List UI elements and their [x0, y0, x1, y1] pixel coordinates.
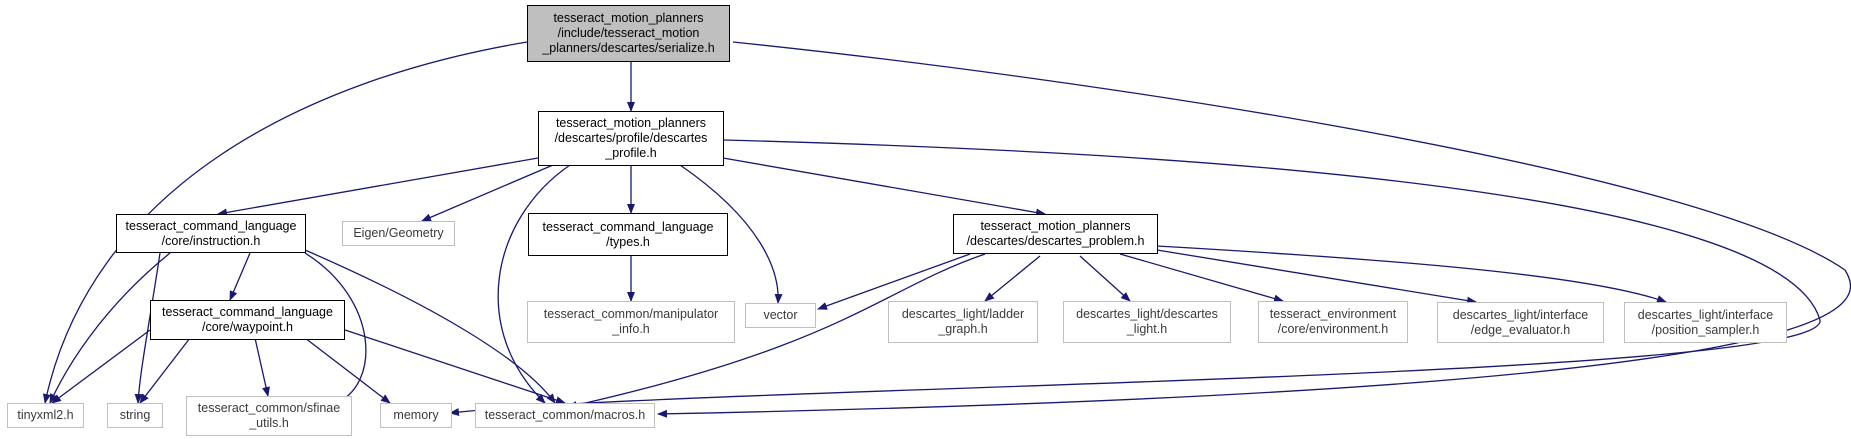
node-tinyxml2-h: tinyxml2.h	[7, 403, 84, 428]
edge-problem-to-vector	[817, 253, 971, 310]
edge-problem-to-macros	[567, 253, 986, 409]
node-eigen-geometry: Eigen/Geometry	[342, 221, 455, 246]
edge-waypoint-to-memory	[304, 337, 391, 404]
edge-profile-to-macros	[497, 164, 571, 404]
edge-waypoint-to-tinyxml2	[51, 329, 151, 404]
node-ladder-graph-h: descartes_light/ladder _graph.h	[888, 301, 1038, 343]
node-position-sampler-h: descartes_light/interface /position_samp…	[1624, 302, 1787, 343]
edge-problem-to-edge-evaluator	[1156, 249, 1477, 305]
edge-profile-to-vector	[679, 164, 783, 304]
edge-instruction-to-macros	[304, 249, 556, 404]
edge-profile-to-eigen	[421, 164, 554, 222]
edge-instruction-to-string	[134, 252, 161, 404]
edge-profile-to-instruction	[217, 157, 539, 217]
edge-problem-to-ladder	[984, 255, 1041, 302]
node-serialize-h: tesseract_motion_planners /include/tesse…	[527, 5, 730, 62]
node-instruction-h[interactable]: tesseract_command_language /core/instruc…	[116, 214, 306, 253]
edge-instruction-to-waypoint	[229, 252, 251, 301]
node-edge-evaluator-h: descartes_light/interface /edge_evaluato…	[1437, 302, 1604, 343]
edge-instruction-to-sfinae	[304, 252, 367, 404]
node-sfinae-utils-h: tesseract_common/sfinae _utils.h	[186, 396, 352, 436]
edge-serialize-to-macros	[657, 41, 1851, 418]
node-environment-h: tesseract_environment /core/environment.…	[1258, 301, 1408, 343]
node-types-h[interactable]: tesseract_command_language /types.h	[528, 213, 728, 256]
edge-problem-to-environment	[1119, 253, 1284, 303]
edge-problem-to-descartes-light	[1079, 255, 1131, 302]
edge-waypoint-to-sfinae	[254, 337, 270, 397]
edge-waypoint-to-macros	[344, 329, 566, 404]
node-vector: vector	[745, 303, 816, 328]
edge-profile-to-problem	[722, 157, 1046, 217]
edge-serialize-to-tinyxml2	[42, 41, 528, 404]
node-manipulator-info-h: tesseract_common/manipulator _info.h	[527, 301, 735, 343]
node-descartes-profile-h[interactable]: tesseract_motion_planners /descartes/pro…	[538, 111, 724, 166]
edge-waypoint-to-string	[139, 337, 191, 404]
node-descartes-problem-h[interactable]: tesseract_motion_planners /descartes/des…	[953, 214, 1158, 254]
node-macros-h: tesseract_common/macros.h	[475, 403, 655, 428]
node-string: string	[107, 403, 163, 428]
edge-problem-to-position-sampler	[1156, 245, 1667, 303]
node-descartes-light-h: descartes_light/descartes _light.h	[1063, 301, 1231, 343]
node-memory: memory	[380, 403, 452, 428]
node-waypoint-h[interactable]: tesseract_command_language /core/waypoin…	[150, 300, 345, 340]
edge-instruction-to-tinyxml2	[49, 252, 171, 404]
edge-profile-to-memory	[449, 139, 1821, 416]
